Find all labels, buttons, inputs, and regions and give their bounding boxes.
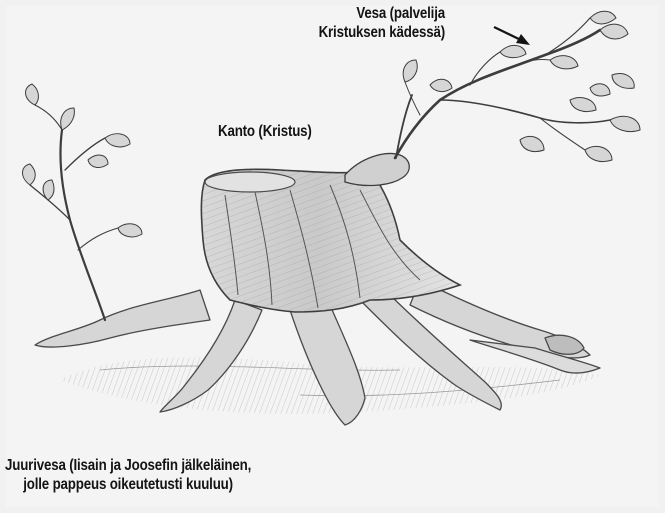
- label-kanto-text: Kanto (Kristus): [218, 122, 312, 141]
- stump: [201, 154, 460, 312]
- label-juurivesa-line2: jolle pappeus oikeutetusti kuuluu): [5, 475, 251, 494]
- label-juurivesa-line1: Juurivesa (Iisain ja Joosefin jälkeläine…: [5, 456, 251, 475]
- label-juurivesa: Juurivesa (Iisain ja Joosefin jälkeläine…: [5, 456, 251, 494]
- label-vesa-line2: Kristuksen kädessä): [319, 23, 445, 42]
- label-vesa: Vesa (palvelija Kristuksen kädessä): [319, 4, 445, 42]
- root-shoot-leaves: [23, 84, 143, 237]
- label-kanto: Kanto (Kristus): [218, 122, 312, 141]
- arrow-pointing-to-shoot: [494, 27, 530, 45]
- root-shoot: [30, 105, 118, 320]
- label-vesa-line1: Vesa (palvelija: [319, 4, 445, 23]
